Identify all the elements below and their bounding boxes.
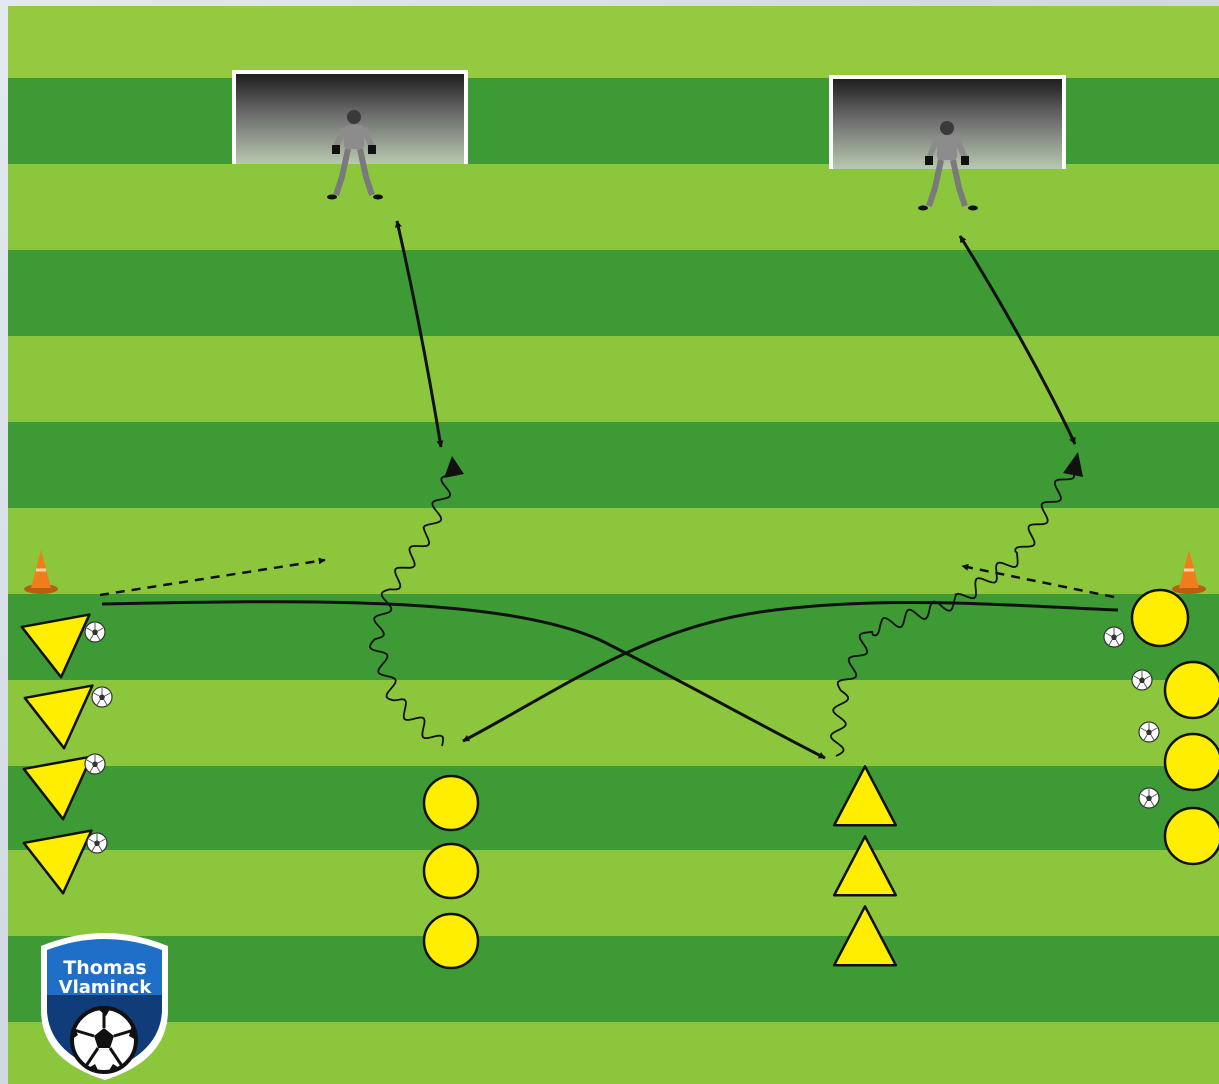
stripe-light [8,680,1219,766]
stripe-light [8,336,1219,422]
ball-icon [1138,721,1160,743]
pass-line [101,600,826,760]
shot-line [394,220,444,448]
stripe-light [8,508,1219,594]
ball-icon [1103,626,1125,648]
stripe-dark [8,422,1219,508]
pass-line [462,600,1119,743]
player-circle [422,912,480,970]
shot-line [958,235,1077,445]
shield-logo-icon: Thomas Vlaminck [41,933,168,1080]
run-line [961,563,1115,599]
stripe-light [8,1022,1219,1084]
movement-lines [99,220,1119,760]
stripe-light [8,164,1219,250]
player-circle [1163,806,1219,866]
player-triangle [20,613,91,679]
ball-icon [91,686,113,708]
player-circle [1163,660,1219,720]
player-triangle [23,684,94,750]
ball-icon [70,1006,138,1074]
player-triangle [832,905,898,967]
logo-text-thomas: Thomas [63,957,146,979]
player-circle [1163,732,1219,792]
player-circle [1130,588,1190,648]
player-triangle [832,765,898,827]
balls-layer [84,621,1160,854]
dribble-line [829,471,1075,757]
stripe-dark [8,594,1219,680]
cone-icon [24,550,58,594]
player-triangle [22,829,93,895]
player-circle [422,842,480,900]
players-layer [20,588,1219,970]
logo-text-vlaminck: Vlaminck [59,977,153,998]
goalkeeper-icon [327,110,383,200]
run-line [99,557,326,597]
ball-icon [84,753,106,775]
player-triangle [22,755,93,821]
stripe-dark [8,250,1219,336]
stripe-dark [8,766,1219,852]
cone-icon [1172,550,1206,594]
goalkeeper-icon [918,121,978,211]
player-circle [422,774,480,832]
stripe-dark [8,936,1219,1022]
ball-icon [86,832,108,854]
player-triangle [832,835,898,897]
ball-icon [84,621,106,643]
ball-icon [1131,669,1153,691]
stripe-light [8,850,1219,936]
ball-icon [1138,787,1160,809]
dribble-line [369,471,459,747]
